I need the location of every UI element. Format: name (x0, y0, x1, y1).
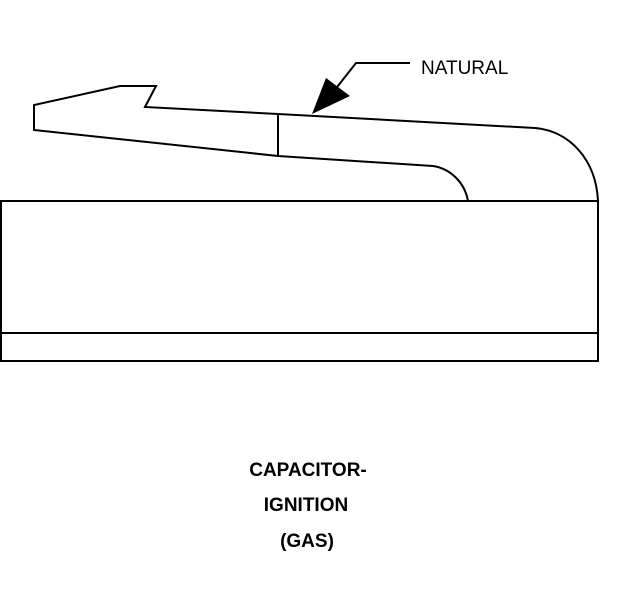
ground-electrode (33, 85, 599, 202)
caption-line-2: IGNITION (264, 495, 348, 516)
plug-shell-block (0, 200, 599, 362)
callout-leader-line (329, 62, 410, 97)
callout-arrowhead (312, 78, 350, 114)
callout-label-natural: NATURAL (421, 58, 508, 79)
caption-line-1: CAPACITOR- (249, 460, 367, 481)
caption-line-3: (GAS) (280, 531, 334, 552)
